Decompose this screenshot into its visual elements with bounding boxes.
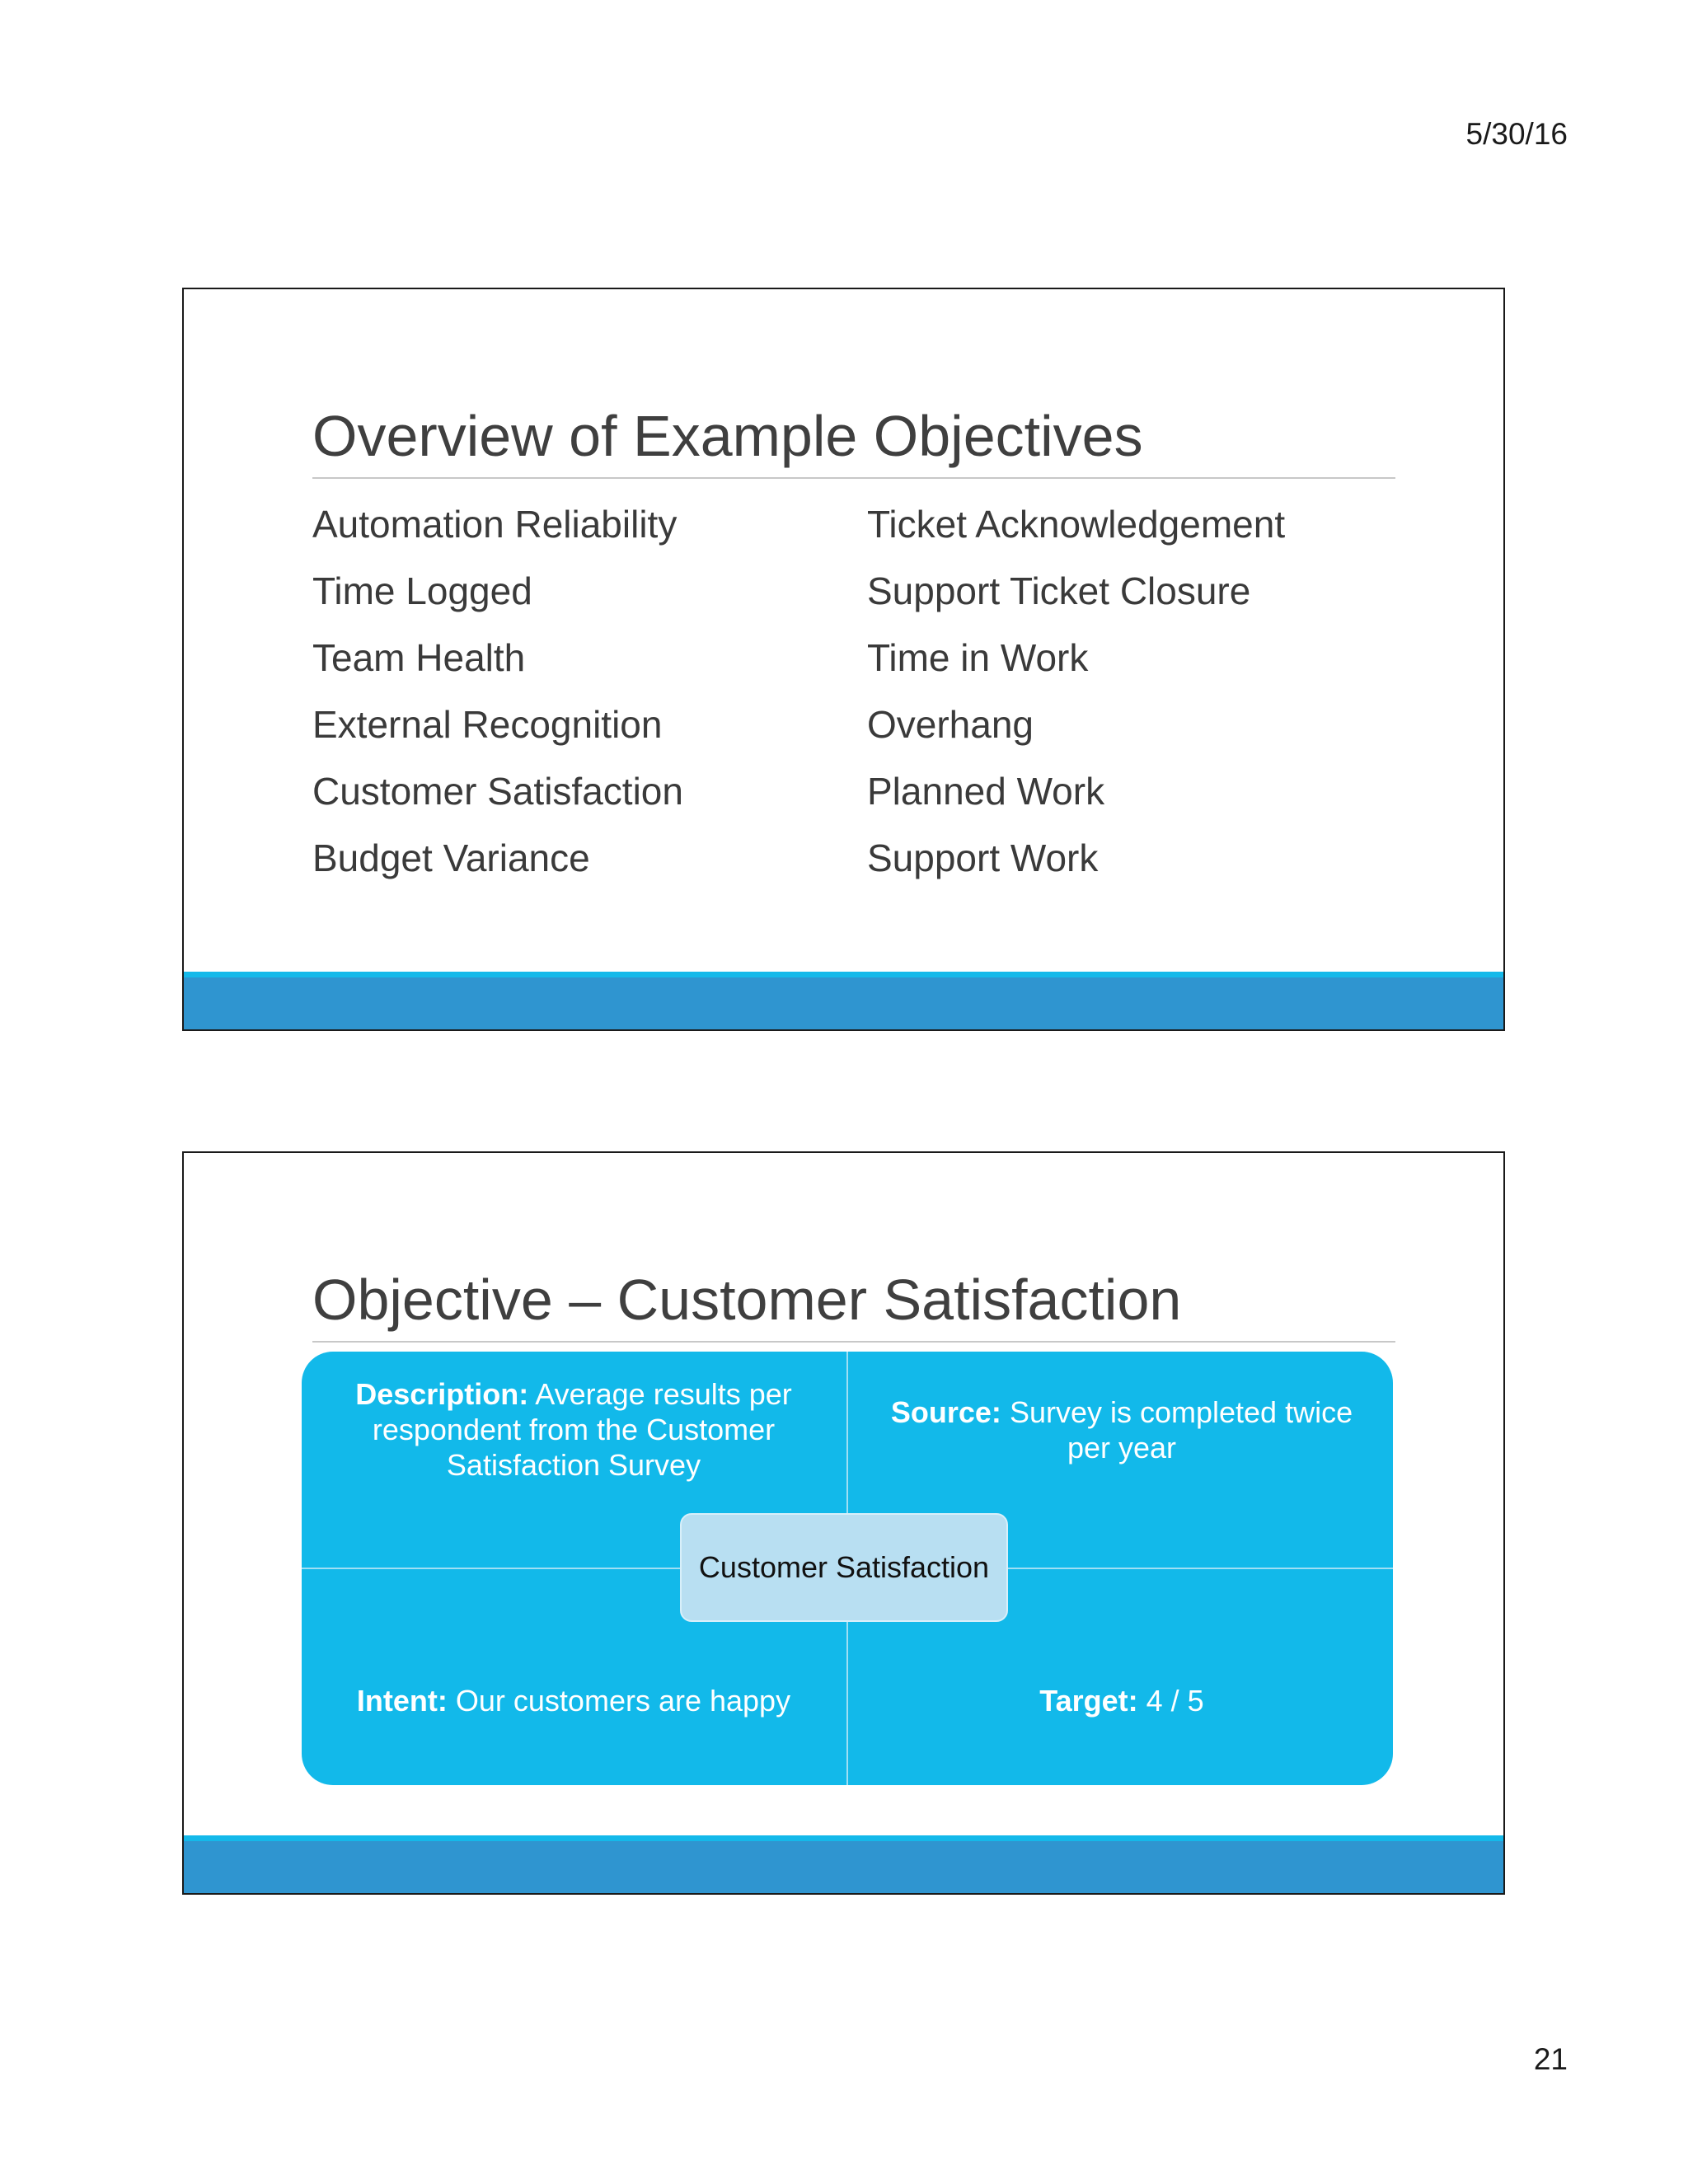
list-item: Time in Work [867, 636, 1089, 679]
list-item: Support Ticket Closure [867, 569, 1251, 612]
list-item: Overhang [867, 703, 1034, 746]
objectives-list-left: Automation Reliability Time Logged Team … [312, 491, 683, 892]
objectives-list-right: Ticket Acknowledgement Support Ticket Cl… [867, 491, 1285, 892]
intent-label: Intent: [356, 1684, 448, 1718]
slide-title: Objective – Customer Satisfaction [312, 1268, 1182, 1332]
center-label-box: Customer Satisfaction [680, 1513, 1008, 1622]
slide-footer-bar [184, 972, 1503, 1029]
intent-text: Our customers are happy [455, 1684, 791, 1718]
list-item: Support Work [867, 837, 1099, 879]
page-number: 21 [1533, 2042, 1568, 2076]
target-label: Target: [1039, 1684, 1138, 1718]
source-label: Source: [890, 1395, 1001, 1429]
title-divider [312, 477, 1395, 479]
objective-matrix: Description: Average results per respond… [302, 1352, 1393, 1785]
intent-quadrant: Intent: Our customers are happy [335, 1683, 813, 1718]
target-quadrant: Target: 4 / 5 [879, 1683, 1365, 1718]
source-quadrant: Source: Survey is completed twice per ye… [879, 1394, 1365, 1465]
description-label: Description: [355, 1377, 529, 1411]
list-item: Customer Satisfaction [312, 770, 683, 813]
page-date: 5/30/16 [1465, 117, 1568, 151]
list-item: Planned Work [867, 770, 1105, 813]
description-quadrant: Description: Average results per respond… [335, 1376, 813, 1483]
list-item: Time Logged [312, 569, 532, 612]
description-text: Average results per respondent from the … [372, 1377, 792, 1482]
slide-footer-bar [184, 1835, 1503, 1893]
source-text: Survey is completed twice per year [1009, 1395, 1353, 1465]
list-item: Team Health [312, 636, 526, 679]
slide-overview: Overview of Example Objectives Automatio… [182, 288, 1505, 1031]
list-item: External Recognition [312, 703, 663, 746]
slide-customer-satisfaction: Objective – Customer Satisfaction Descri… [182, 1151, 1505, 1895]
list-item: Ticket Acknowledgement [867, 503, 1286, 546]
list-item: Budget Variance [312, 837, 590, 879]
target-text: 4 / 5 [1146, 1684, 1204, 1718]
title-divider [312, 1341, 1395, 1343]
slide-title: Overview of Example Objectives [312, 404, 1143, 468]
list-item: Automation Reliability [312, 503, 678, 546]
